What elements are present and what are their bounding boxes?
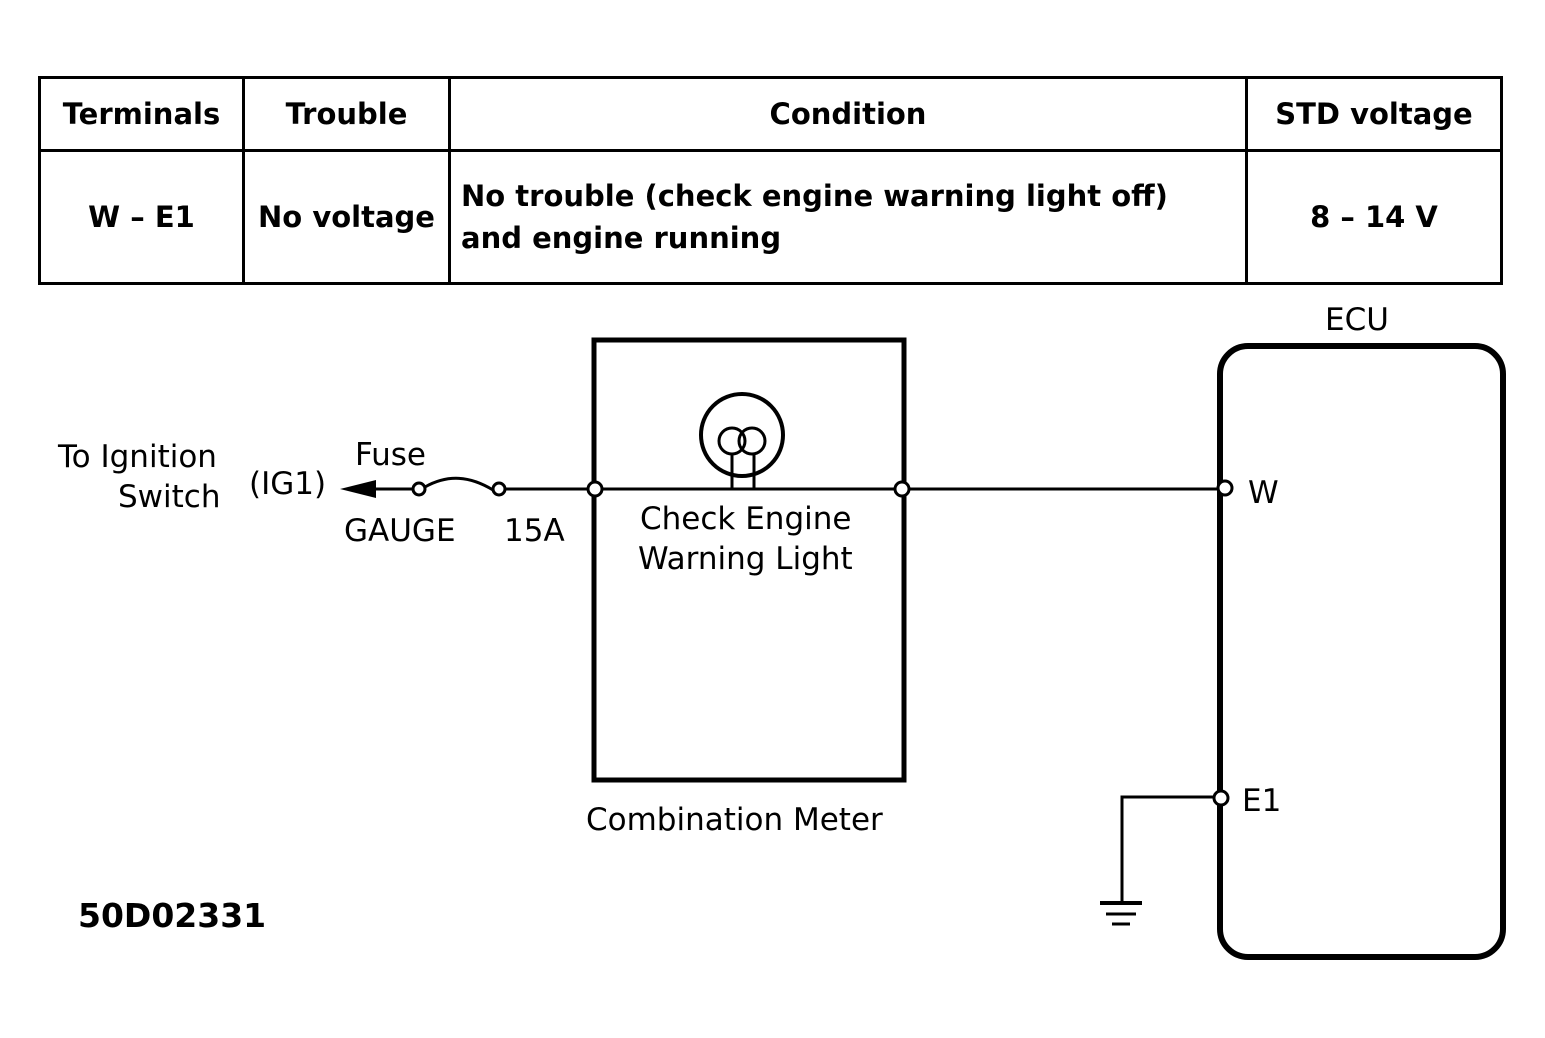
ignition-label-line1: To Ignition	[57, 439, 217, 475]
meter-terminal-right	[893, 480, 911, 498]
ground-icon	[1100, 901, 1142, 926]
fuse-terminal-right	[491, 481, 507, 497]
arrow-icon	[340, 480, 376, 498]
ecu-terminal-w	[1216, 479, 1234, 497]
fuse-rating: 15A	[504, 513, 565, 549]
spec-table: Terminals Trouble Condition STD voltage …	[38, 76, 1503, 285]
fuse-terminal-left	[411, 481, 427, 497]
ecu-terminal-e1	[1212, 789, 1230, 807]
combination-meter-box	[591, 337, 907, 783]
light-label-line1: Check Engine	[640, 501, 851, 537]
bulb-icon	[699, 392, 785, 489]
terminal-e1-label: E1	[1242, 783, 1281, 819]
cell-trouble: No voltage	[242, 149, 451, 285]
ig1-label: (IG1)	[249, 466, 326, 502]
fuse-icon	[424, 476, 494, 492]
condition-line-1: No trouble (check engine warning light o…	[461, 179, 1168, 213]
condition-line-2: and engine running	[461, 221, 782, 255]
header-std-voltage: STD voltage	[1245, 76, 1503, 152]
header-trouble: Trouble	[242, 76, 451, 152]
terminal-w-label: W	[1248, 475, 1279, 511]
meter-terminal-left	[586, 480, 604, 498]
cell-condition: No trouble (check engine warning light o…	[448, 149, 1248, 285]
light-label-line2: Warning Light	[638, 541, 853, 577]
table-row: W – E1 No voltage No trouble (check engi…	[38, 149, 1503, 285]
wire-ground	[1120, 795, 1214, 902]
fuse-name: GAUGE	[344, 513, 456, 549]
meter-label: Combination Meter	[586, 802, 883, 838]
ecu-box	[1217, 343, 1506, 960]
table-header-row: Terminals Trouble Condition STD voltage	[38, 76, 1503, 152]
fuse-label: Fuse	[355, 437, 426, 473]
ignition-label-line2: Switch	[118, 479, 221, 515]
header-condition: Condition	[448, 76, 1248, 152]
ecu-label: ECU	[1325, 302, 1389, 338]
header-terminals: Terminals	[38, 76, 245, 152]
cell-std-voltage: 8 – 14 V	[1245, 149, 1503, 285]
figure-code: 50D02331	[78, 896, 267, 935]
cell-terminals: W – E1	[38, 149, 245, 285]
